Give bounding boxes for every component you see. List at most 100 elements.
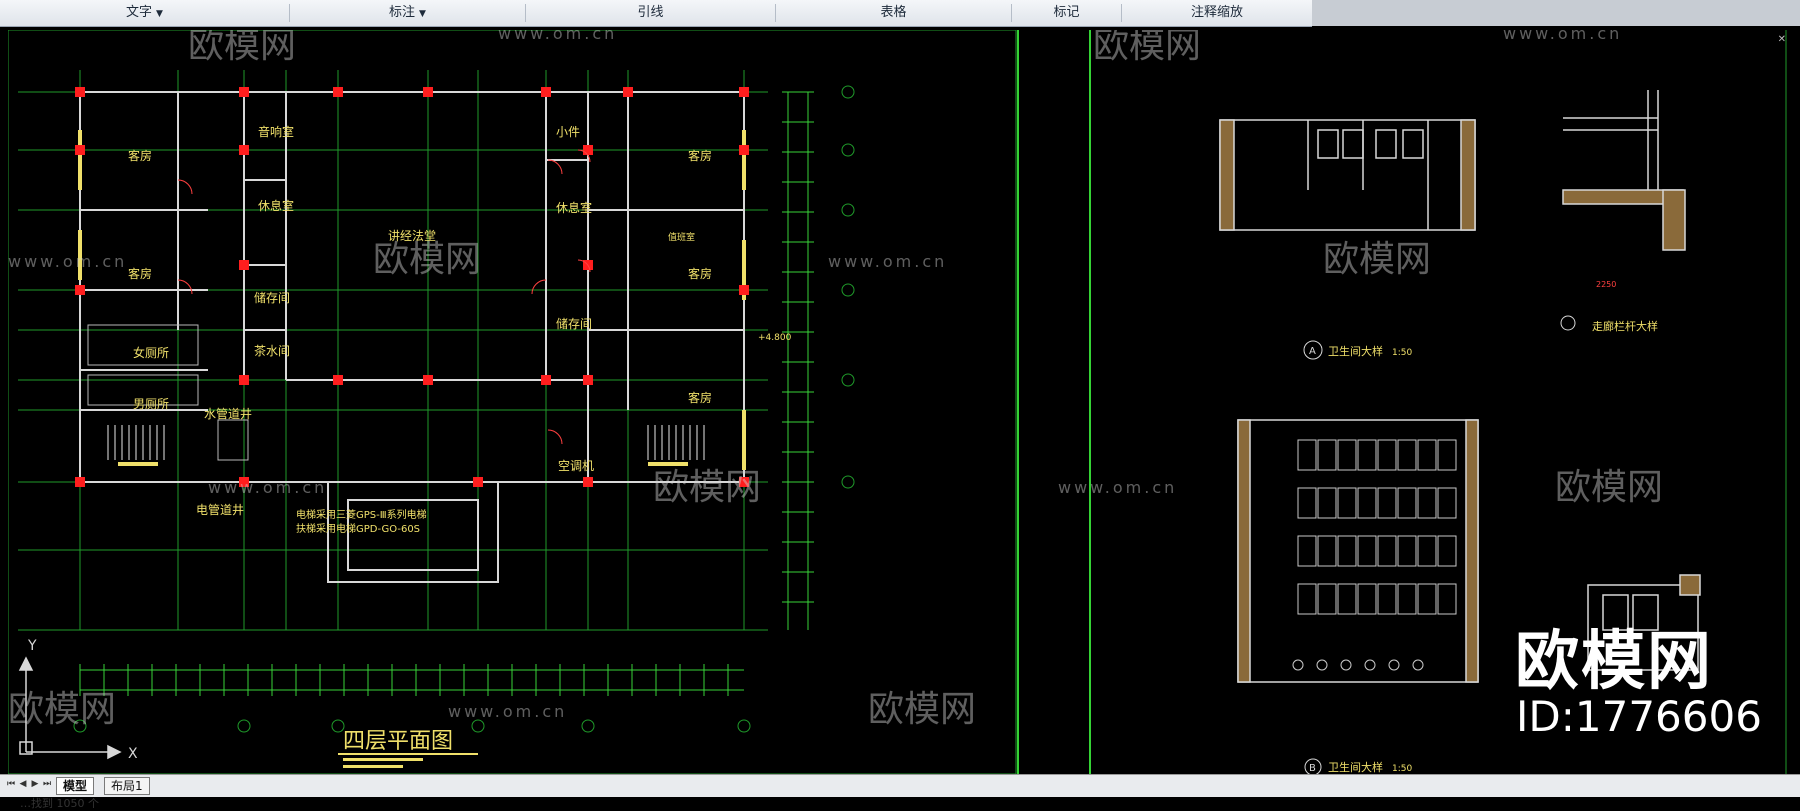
detail-c-walls [1587,574,1701,671]
stall [1297,439,1317,471]
column [473,477,483,487]
column [239,375,249,385]
stall [1417,535,1437,567]
panel-annotation-scale-label: 注释缩放 [1190,5,1243,20]
stall [1417,487,1437,519]
stall [1337,535,1357,567]
command-line-text: …找到 1050 个 [20,797,99,810]
grid-bubble [73,719,87,733]
tab-model[interactable]: 模型 [56,777,95,795]
washbasin [1316,659,1328,671]
railing-dimension: 2250 [1596,280,1616,289]
watermark-brand: 欧模网 [373,239,482,280]
stall [1397,583,1417,615]
plan-notes [343,758,423,768]
column [239,260,249,270]
room-label-rest-right: 休息室 [556,200,592,215]
column [75,87,85,97]
ribbon-panel-leader[interactable]: 引线 [526,4,776,22]
tab-layout1[interactable]: 布局1 [104,777,150,795]
ribbon-panel-markup[interactable]: 标记 [1012,4,1122,22]
cad-drawing: 客房 客房 音响室 休息室 讲经法堂 小件 休息室 储存间 储存间 茶水间 客房… [8,30,1787,774]
room-label-storage-left: 储存间 [254,290,290,305]
chevron-down-icon[interactable]: ▼ [156,9,163,19]
stall [1357,487,1377,519]
plan-stairs [107,425,705,460]
column [75,285,85,295]
washbasin [1388,659,1400,671]
watermark-url: www.om.cn [208,478,328,497]
stall [1437,487,1457,519]
elevator-note-2: 扶梯采用电梯GPD-GO-60S [296,522,420,535]
ribbon-panel-dimension[interactable]: 标注▼ [290,4,526,22]
watermark-brand: 欧模网 [868,689,977,730]
room-label-guest-4: 客房 [688,266,712,281]
model-viewport[interactable]: 客房 客房 音响室 休息室 讲经法堂 小件 休息室 储存间 储存间 茶水间 客房… [8,30,1794,774]
room-label-lecture-hall: 讲经法堂 [388,228,436,243]
grid-bubble [841,203,855,217]
stall [1357,439,1377,471]
ribbon-panel-table[interactable]: 表格 [776,4,1012,22]
grid-bubble [841,85,855,99]
stall [1437,583,1457,615]
stall [1297,487,1317,519]
column [583,375,593,385]
stall [1377,583,1397,615]
column [541,375,551,385]
prev-tab-icon[interactable]: ◀ [19,779,27,789]
watermark-url: www.om.cn [828,252,948,271]
column [423,87,433,97]
panel-table-label: 表格 [880,5,907,20]
stall [1317,439,1337,471]
stall [1317,535,1337,567]
room-label-storage-right: 储存间 [556,316,592,331]
plan-toilet-fixtures [87,324,249,461]
detail-a-bubble [1303,340,1323,360]
detail-b-walls [1237,419,1479,683]
ribbon-panel-annotation-scale[interactable]: 注释缩放 [1122,4,1312,22]
close-icon[interactable]: ✕ [1777,34,1786,45]
column [75,145,85,155]
watermark-url: www.om.cn [1503,30,1623,43]
watermark-brand: 欧模网 [1093,30,1202,66]
detail-a-label: A [1309,346,1316,357]
panel-leader-label: 引线 [637,5,664,20]
watermark-brand: 欧模网 [188,30,297,66]
watermark-url: www.om.cn [448,702,568,721]
last-tab-icon[interactable]: ⏭ [42,779,52,789]
column [239,145,249,155]
column [739,145,749,155]
grid-bubble [237,719,251,733]
room-label-guest-1: 客房 [128,148,152,163]
detail-b-scale: 1:50 [1392,764,1412,774]
detail-b-bubble [1304,758,1322,774]
watermark-url: www.om.cn [498,30,618,43]
stall [1337,439,1357,471]
plan-doors [177,149,591,445]
panel-markup-label: 标记 [1053,5,1080,20]
grid-bubble [737,719,751,733]
panel-dimension-label: 标注 [389,5,416,20]
room-label-duty: 值班室 [668,231,695,243]
stall [1377,487,1397,519]
stall [1417,439,1437,471]
ribbon-panel-bar: 文字▼ 标注▼ 引线 表格 标记 注释缩放 [0,0,1312,27]
ribbon-panel-text[interactable]: 文字▼ [0,4,290,22]
room-label-guest-2: 客房 [128,266,152,281]
stall [1297,535,1317,567]
first-tab-icon[interactable]: ⏮ [6,779,16,789]
stall [1397,439,1417,471]
railing-title: 走廊栏杆大样 [1592,319,1658,333]
stall [1357,583,1377,615]
stall [1317,487,1337,519]
grid-bubble [841,373,855,387]
chevron-down-icon[interactable]: ▼ [419,9,426,19]
detail-b-stalls [1292,439,1457,671]
ucs-x-label: X [128,746,138,762]
watermark-brand: 欧模网 [653,467,762,508]
stall [1437,439,1457,471]
detail-a-scale: 1:50 [1392,348,1412,358]
detail-a-walls [1219,119,1476,231]
logo-id: ID:1776606 [1516,692,1762,741]
next-tab-icon[interactable]: ▶ [31,779,39,789]
